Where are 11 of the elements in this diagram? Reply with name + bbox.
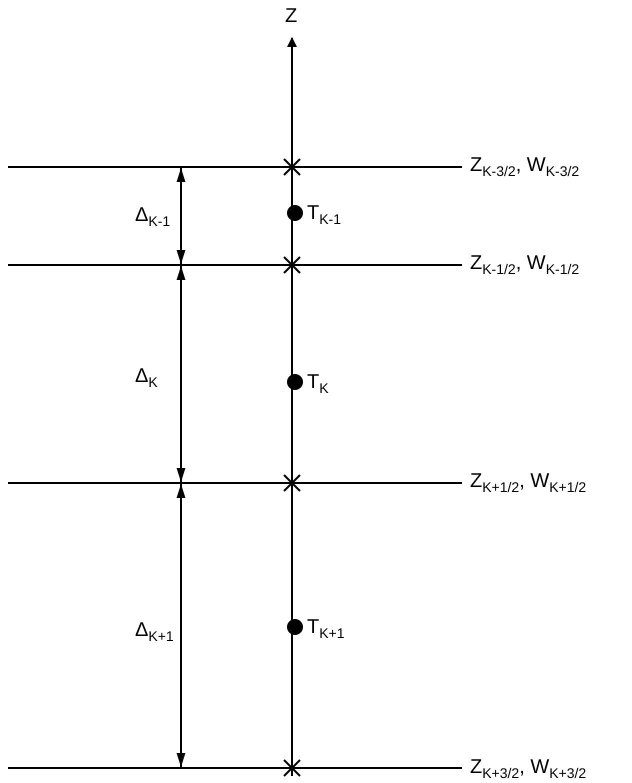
axis-label: Z: [285, 6, 298, 26]
layer-label: T$_{K+1}$: [307, 617, 345, 640]
thickness-label: Δ$_{K}$: [135, 366, 158, 389]
level-label: Z$_{K+3/2}$, W$_{K+3/2}$: [470, 757, 586, 780]
level-label: Z$_{K+1/2}$, W$_{K+1/2}$: [470, 471, 586, 494]
level-label: Z$_{K-1/2}$, W$_{K-1/2}$: [470, 253, 580, 276]
thickness-label: Δ$_{K+1}$: [135, 620, 174, 643]
layer-label: T$_{K}$: [307, 372, 329, 395]
layer-label: T$_{K-1}$: [307, 203, 342, 226]
level-label: Z$_{K-3/2}$, W$_{K-3/2}$: [470, 155, 580, 178]
thickness-label: Δ$_{K-1}$: [135, 205, 170, 228]
